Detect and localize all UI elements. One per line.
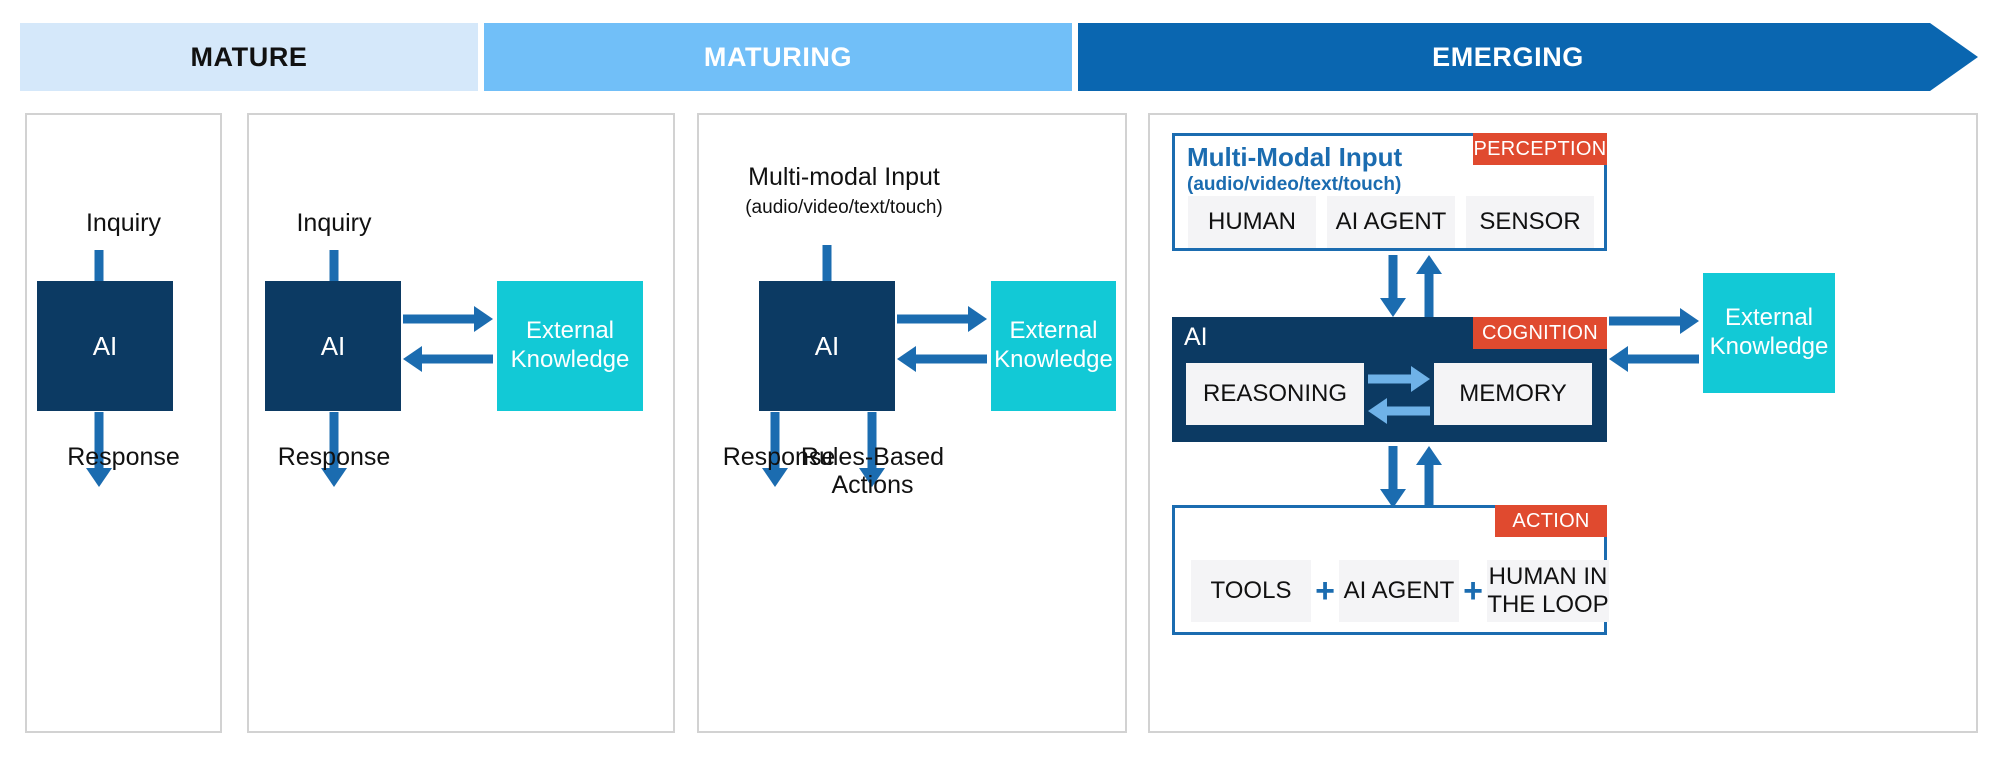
- action-section: ACTION TOOLS + AI AGENT + HUMAN IN THE L…: [1172, 505, 1609, 635]
- panel3-external-knowledge-label: External Knowledge: [994, 317, 1113, 373]
- arrow-down-perception-to-cognition: [1378, 255, 1408, 317]
- perception-chip-human: HUMAN: [1188, 196, 1316, 248]
- panel3-input-sublabel: (audio/video/text/touch): [745, 197, 943, 218]
- panel2-input-label: Inquiry: [296, 209, 372, 237]
- action-chip-tools: TOOLS: [1191, 560, 1311, 622]
- action-plus-icon-2: +: [1463, 571, 1483, 610]
- panel2-ai-box: AI: [265, 281, 401, 411]
- arrow-up-cognition-to-perception: [1414, 255, 1444, 317]
- panel1-input-label: Inquiry: [85, 209, 162, 237]
- perception-title: Multi-Modal Input: [1187, 142, 1403, 172]
- arrow-left-knowledge-to-cognition: [1609, 345, 1699, 373]
- banner-maturing-label: MATURING: [703, 41, 853, 72]
- arrow-down-cognition-to-action: [1378, 446, 1408, 508]
- arrow-right-ai-to-knowledge: [403, 305, 493, 333]
- panel4-external-knowledge-box: External Knowledge: [1703, 273, 1835, 393]
- arrow-up-action-to-cognition: [1414, 446, 1444, 508]
- panel-mature-basic: Inquiry AI Response: [25, 113, 222, 733]
- arrow-down-ai-to-response: [81, 412, 117, 487]
- panel1-ai-box: AI: [37, 281, 173, 411]
- perception-chip-sensor: SENSOR: [1466, 196, 1594, 248]
- panel1-ai-label: AI: [92, 330, 118, 361]
- arrow-left-knowledge-to-ai: [403, 345, 493, 373]
- banner-emerging: EMERGING: [1078, 23, 1978, 91]
- panel3-ai-box: AI: [759, 281, 895, 411]
- panel3-output-label-response: Response: [722, 443, 836, 471]
- banner-maturing: MATURING: [484, 23, 1072, 91]
- arrow-right-reasoning-to-memory: [1368, 366, 1430, 392]
- arrow-left-memory-to-reasoning: [1368, 398, 1430, 424]
- arrow-right-ai-to-knowledge: [897, 305, 987, 333]
- perception-chip-ai-agent: AI AGENT: [1327, 196, 1455, 248]
- panel2-output-label: Response: [277, 443, 391, 471]
- action-chip-ai-agent: AI AGENT: [1339, 560, 1459, 622]
- perception-subtitle: (audio/video/text/touch): [1187, 174, 1402, 195]
- arrow-down-ai-to-rules-actions: [854, 412, 890, 487]
- panel-mature-rag: Inquiry AI External Knowledge Response: [247, 113, 675, 733]
- action-badge: ACTION: [1495, 505, 1607, 537]
- panel3-ai-label: AI: [814, 330, 840, 361]
- panel2-external-knowledge-box: External Knowledge: [497, 281, 643, 411]
- action-plus-icon-1: +: [1315, 571, 1335, 610]
- panel1-output-label: Response: [67, 443, 180, 471]
- panel3-output-label-rules-actions: Rules-Based Actions: [800, 443, 945, 499]
- arrow-down-ai-to-response: [316, 412, 352, 487]
- banner-mature-label: MATURE: [190, 41, 308, 72]
- arrow-left-knowledge-to-ai: [897, 345, 987, 373]
- panel2-external-knowledge-label: External Knowledge: [510, 317, 630, 373]
- arrow-down-ai-to-response: [757, 412, 793, 487]
- cognition-section: AI COGNITION REASONING MEMORY: [1172, 317, 1607, 442]
- cognition-chip-reasoning: REASONING: [1186, 363, 1364, 425]
- perception-badge: PERCEPTION: [1473, 133, 1607, 165]
- panel3-external-knowledge-box: External Knowledge: [991, 281, 1116, 411]
- panel-maturing: Multi-modal Input (audio/video/text/touc…: [697, 113, 1127, 733]
- panel-emerging: Multi-Modal Input (audio/video/text/touc…: [1148, 113, 1978, 733]
- panel2-ai-label: AI: [320, 330, 346, 361]
- cognition-chip-memory: MEMORY: [1434, 363, 1592, 425]
- banner-mature: MATURE: [20, 23, 478, 91]
- banner-emerging-label: EMERGING: [1432, 41, 1584, 72]
- panel4-external-knowledge-label: External Knowledge: [1709, 304, 1829, 360]
- cognition-ai-label: AI: [1184, 323, 1208, 351]
- perception-section: Multi-Modal Input (audio/video/text/touc…: [1172, 133, 1607, 251]
- cognition-badge: COGNITION: [1473, 317, 1607, 349]
- panel3-input-label: Multi-modal Input: [748, 163, 940, 191]
- arrow-right-cognition-to-knowledge: [1609, 307, 1699, 335]
- action-chip-human-in-the-loop: HUMAN IN THE LOOP: [1487, 560, 1609, 622]
